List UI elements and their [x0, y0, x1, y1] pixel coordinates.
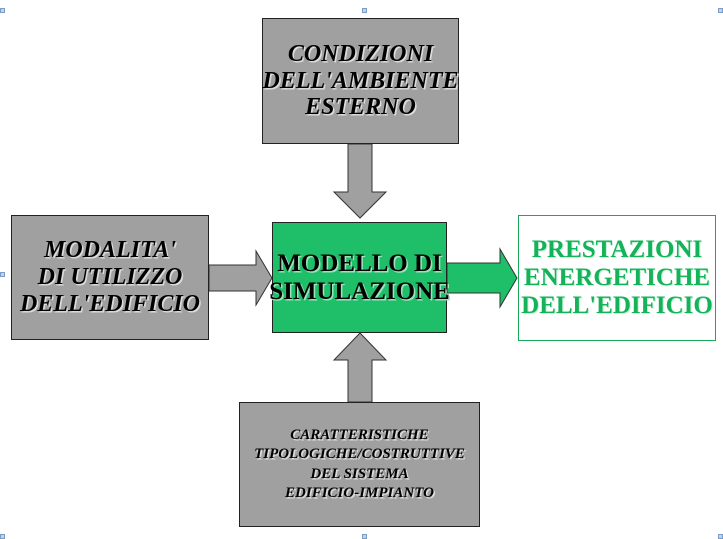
box-line: PRESTAZIONI — [531, 236, 703, 263]
box-line: MODALITA' — [43, 237, 177, 264]
box-line: DELL'EDIFICIO — [521, 292, 713, 319]
box-line: DEL SISTEMA — [310, 465, 409, 482]
arrow-bottom-to-model — [332, 332, 388, 403]
box-line: DI UTILIZZO — [37, 264, 183, 291]
box-line: SIMULAZIONE — [269, 277, 450, 305]
simulation-model-box[interactable]: MODELLO DI SIMULAZIONE — [269, 222, 450, 333]
resize-handle-top-right[interactable] — [718, 8, 723, 13]
arrow-left-to-model — [208, 249, 273, 307]
resize-handle-bottom-left[interactable] — [0, 534, 5, 539]
box-line: ESTERNO — [305, 94, 416, 121]
resize-handle-top-center[interactable] — [362, 8, 367, 13]
box-line: TIPOLOGICHE/COSTRUTTIVE — [254, 446, 465, 462]
box-line: CARATTERISTICHE — [290, 426, 429, 443]
building-characteristics-box[interactable]: CARATTERISTICHE TIPOLOGICHE/COSTRUTTIVE … — [239, 402, 480, 527]
resize-handle-bottom-right[interactable] — [718, 534, 723, 539]
box-line: ENERGETICHE — [523, 264, 711, 291]
building-usage-box[interactable]: MODALITA' DI UTILIZZO DELL'EDIFICIO — [11, 215, 209, 340]
box-line: DELL'EDIFICIO — [19, 290, 201, 317]
box-line: CONDIZIONI — [287, 40, 434, 67]
box-line: MODELLO DI — [277, 249, 442, 277]
resize-handle-middle-left[interactable] — [0, 272, 5, 277]
resize-handle-top-left[interactable] — [0, 8, 5, 13]
external-conditions-box[interactable]: CONDIZIONI DELL'AMBIENTE ESTERNO — [262, 18, 459, 144]
arrow-top-to-model — [332, 143, 388, 219]
energy-performance-box[interactable]: PRESTAZIONI ENERGETICHE DELL'EDIFICIO — [518, 215, 716, 341]
box-line: DELL'AMBIENTE — [262, 67, 459, 94]
resize-handle-bottom-center[interactable] — [362, 534, 367, 539]
arrow-model-to-results — [446, 247, 518, 309]
box-line: EDIFICIO-IMPIANTO — [285, 485, 434, 501]
